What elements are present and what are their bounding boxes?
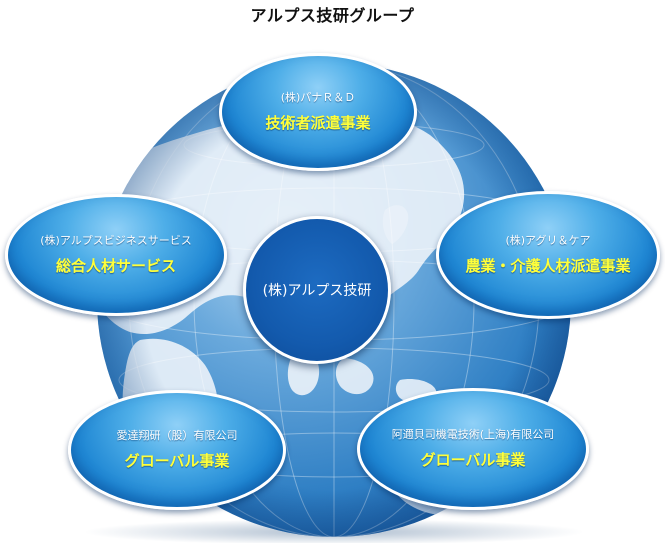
group-company-alps-business-service: (株)アルプスビジネスサービス 総合人材サービス — [5, 194, 227, 316]
group-company-pana-rd: (株)パナＲ＆Ｄ 技術者派遣事業 — [219, 53, 417, 171]
group-company-agri-care: (株)アグリ＆ケア 農業・介護人材派遣事業 — [436, 191, 660, 319]
company-name: 阿邇貝司機電技術(上海)有限公司 — [391, 427, 555, 441]
business-type: グローバル事業 — [420, 451, 526, 470]
company-name: (株)アルプスビジネスサービス — [40, 233, 192, 247]
company-name: (株)アグリ＆ケア — [505, 233, 591, 247]
business-type: 技術者派遣事業 — [265, 114, 371, 133]
company-name: 愛達翔研（股）有限公司 — [116, 428, 238, 442]
group-company-shanghai: 阿邇貝司機電技術(上海)有限公司 グローバル事業 — [357, 388, 589, 510]
parent-company-hub: (株)アルプス技研 — [243, 216, 391, 364]
business-type: 総合人材サービス — [55, 257, 176, 276]
diagram-title: アルプス技研グループ — [250, 6, 415, 25]
company-name: (株)パナＲ＆Ｄ — [280, 90, 356, 104]
business-type: グローバル事業 — [124, 452, 230, 471]
parent-company-label: (株)アルプス技研 — [262, 283, 372, 299]
business-type: 農業・介護人材派遣事業 — [465, 257, 631, 276]
group-company-taiwan: 愛達翔研（股）有限公司 グローバル事業 — [68, 390, 286, 510]
